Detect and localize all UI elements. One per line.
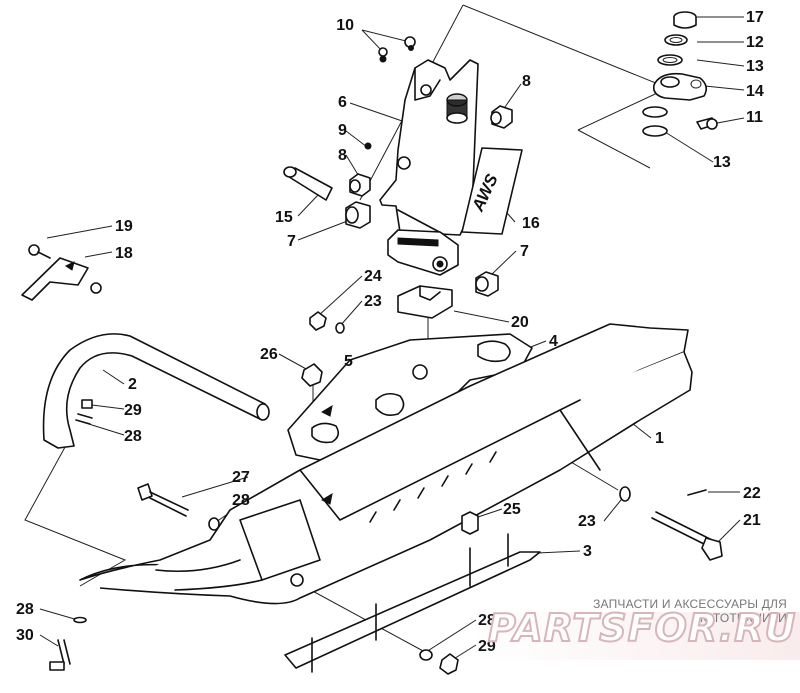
callout-8: 8 — [522, 73, 531, 90]
washer-part-12 — [664, 34, 688, 46]
callout-13: 13 — [746, 58, 764, 75]
callout-labels: 10 17 12 13 14 11 13 8 6 9 8 15 16 7 7 1… — [16, 9, 764, 655]
callout-16: 16 — [522, 215, 540, 232]
pin-part-22 — [687, 489, 707, 496]
handle-part-2 — [42, 333, 270, 449]
callout-27: 27 — [232, 469, 250, 486]
callout-14: 14 — [746, 83, 764, 100]
callout-26: 26 — [260, 346, 278, 363]
bolt-part-30 — [49, 639, 71, 671]
handle-hardware-29-28 — [75, 399, 93, 425]
nut-part-26 — [301, 363, 323, 387]
nut-part-24 — [309, 311, 327, 331]
bushing-part-8-upper — [490, 105, 513, 129]
bolt-part-11 — [696, 117, 718, 130]
callout-2: 2 — [128, 376, 137, 393]
callout-21: 21 — [743, 512, 761, 529]
screw-part-19 — [28, 244, 51, 259]
watermark-backdrop — [470, 612, 800, 660]
washer-part-28-bottom-left — [73, 616, 87, 624]
callout-1: 1 — [655, 430, 664, 447]
callout-12: 12 — [746, 34, 764, 51]
callout-4: 4 — [549, 333, 558, 350]
washer-part-28-bottom-right — [419, 649, 433, 661]
callout-18: 18 — [115, 245, 133, 262]
callout-11: 11 — [746, 109, 763, 126]
bolt-part-21 — [651, 511, 723, 561]
callout-19: 19 — [115, 218, 133, 235]
callout-28-bottom-left: 28 — [16, 601, 34, 618]
callout-5: 5 — [344, 353, 353, 370]
pin-part-15 — [283, 166, 333, 201]
wear-bar-part-3 — [284, 533, 541, 673]
callout-29: 29 — [124, 402, 142, 419]
callout-20: 20 — [511, 314, 529, 331]
steering-arm-part-14 — [652, 72, 708, 101]
cap-part-17 — [673, 11, 697, 29]
saddle-part-4 — [287, 333, 533, 461]
bushing-part-8-lower — [349, 173, 371, 197]
callout-7-right: 7 — [520, 243, 529, 260]
washer-part-23-upper — [335, 322, 345, 334]
callout-25: 25 — [503, 501, 521, 518]
washer-part-13-upper — [657, 54, 683, 66]
callout-15: 15 — [275, 209, 293, 226]
assembly-boundary-lines — [24, 4, 669, 587]
spacer-part-25 — [461, 511, 479, 535]
callout-23: 23 — [364, 293, 382, 310]
callout-13-lower: 13 — [713, 154, 731, 171]
bushing-part-7-left — [345, 201, 371, 229]
ski-part-1 — [79, 323, 693, 605]
aws-decal-part-16: AWS — [461, 147, 523, 235]
bushing-part-7-right — [475, 271, 499, 297]
callout-28: 28 — [124, 428, 142, 445]
watermark-logo: PARTSFOR.RU — [487, 606, 797, 650]
washer-part-23-lower — [619, 486, 631, 502]
bolt-part-27 — [137, 483, 189, 517]
callout-24: 24 — [364, 268, 382, 285]
washers-part-10 — [378, 36, 416, 63]
washer-part-13-lower — [642, 106, 668, 137]
callout-6: 6 — [338, 94, 347, 111]
grease-fitting-part-9 — [364, 142, 372, 150]
washer-part-28-mid — [208, 517, 220, 531]
nut-part-18-small — [90, 282, 102, 294]
callout-28-mid: 28 — [232, 492, 250, 509]
callout-17: 17 — [746, 9, 764, 26]
bumper-part-20 — [397, 285, 453, 319]
callout-7: 7 — [287, 233, 296, 250]
nut-part-29-bottom — [439, 653, 459, 675]
watermark-subtitle: ЗАПЧАСТИ И АКСЕССУАРЫ ДЛЯ МОТОТЕХНИКИ — [593, 597, 787, 625]
ski-ribs — [369, 451, 497, 523]
callout-22: 22 — [743, 485, 761, 502]
callout-9: 9 — [338, 122, 347, 139]
callout-3: 3 — [583, 543, 592, 560]
spindle-part-6 — [379, 59, 479, 236]
callout-23-lower: 23 — [578, 513, 596, 530]
callout-8-lower: 8 — [338, 147, 347, 164]
bracket-part-18 — [21, 257, 89, 301]
callout-10: 10 — [336, 17, 354, 34]
spindle-lower-clamp — [387, 229, 459, 276]
callout-30: 30 — [16, 627, 34, 644]
